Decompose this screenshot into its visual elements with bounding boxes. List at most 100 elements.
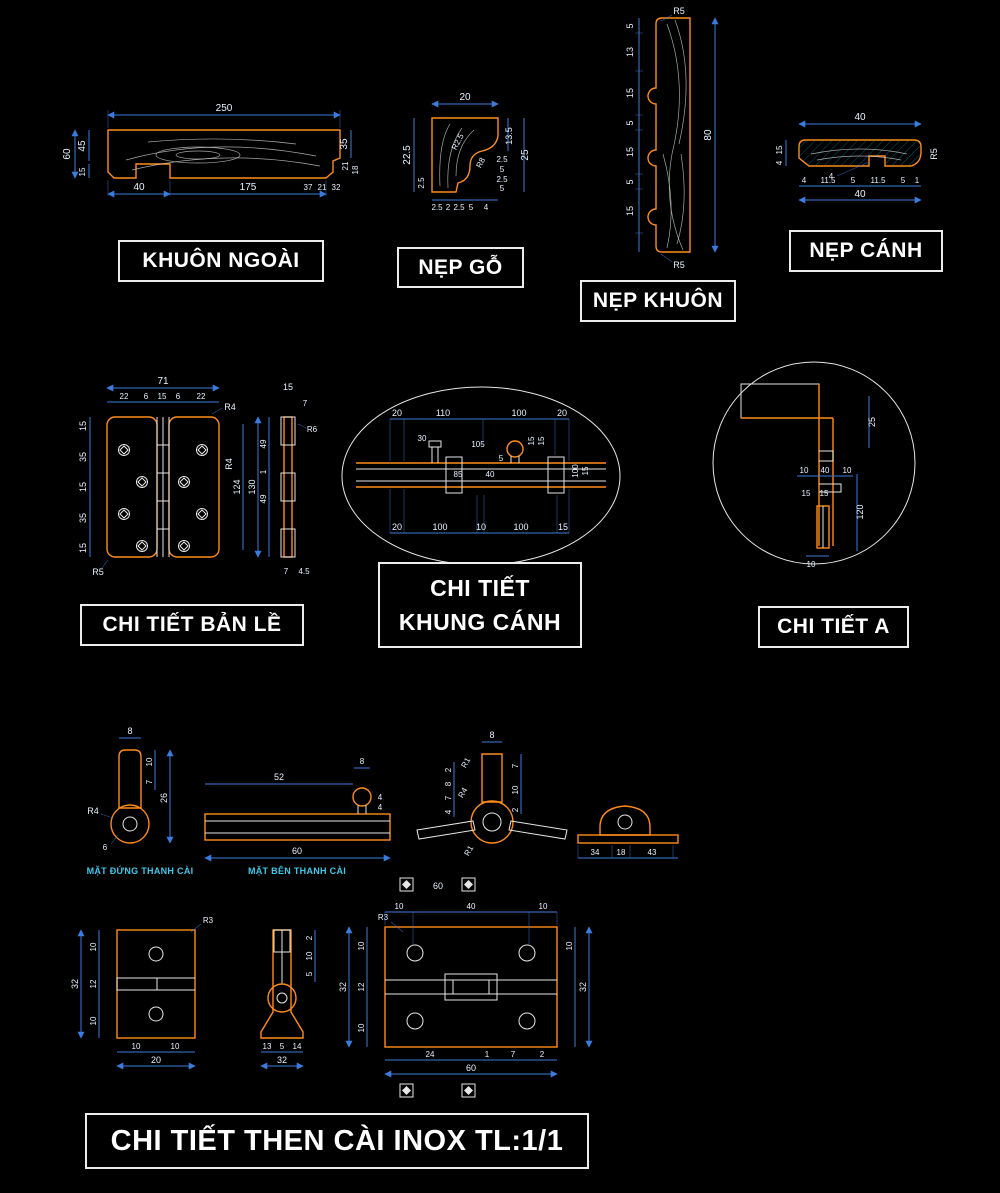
title-chi-tiet-a: CHI TIẾT A: [758, 606, 909, 648]
dim-label: 7: [444, 795, 453, 800]
dim-label: 52: [274, 772, 284, 782]
drawing-ban-le: 71 22 6 15 6 22 15 35 15 35 15 R4 R4 124…: [78, 376, 318, 577]
hinge-side-view: [280, 416, 296, 558]
dim-label: 60: [62, 148, 73, 160]
radius-label: R2.5: [450, 132, 466, 152]
dim-label: 15: [802, 489, 811, 498]
dim-label: 40: [133, 182, 145, 193]
dim-label: 6: [144, 392, 149, 401]
dim-label: 20: [392, 522, 402, 532]
dim-label: 5: [901, 176, 906, 185]
dim-label: 2.5: [496, 175, 508, 184]
ban-le-dims: 71 22 6 15 6 22 15 35 15 35 15 R4 R4 124…: [78, 376, 318, 577]
dim-label: 80: [703, 129, 714, 141]
dim-label: 24: [426, 1050, 435, 1059]
dim-label: 10: [357, 941, 366, 950]
dim-label: 5: [500, 184, 505, 193]
title-khuon-ngoai: KHUÔN NGOÀI: [118, 240, 324, 282]
dim-label: 85: [454, 470, 463, 479]
nep-khuon-profile: [647, 17, 691, 253]
dim-label: 35: [78, 452, 88, 462]
dim-label: 12: [357, 982, 366, 991]
dim-label: 60: [433, 881, 443, 891]
dim-label: 15: [625, 147, 635, 157]
title-text: KHUÔN NGOÀI: [142, 249, 300, 272]
dim-label: 15: [527, 436, 536, 445]
dim-label: 10: [511, 785, 520, 794]
nep-go-profile: [431, 117, 499, 193]
dim-label: 8: [127, 726, 132, 736]
dim-label: 32: [70, 979, 80, 989]
dim-label: 13.5: [504, 127, 514, 145]
dim-label: 25: [867, 417, 877, 427]
dim-label: 4.5: [298, 567, 310, 576]
title-nep-khuon: NẸP KHUÔN: [580, 280, 736, 322]
dim-label: 7: [303, 399, 308, 408]
dim-label: 21: [318, 183, 327, 192]
title-text: CHI TIẾT THEN CÀI INOX TL:1/1: [110, 1124, 564, 1157]
dim-label: 10: [539, 902, 548, 911]
dim-label: 13: [263, 1042, 272, 1051]
dim-label: 40: [486, 470, 495, 479]
dim-label: 15: [820, 489, 829, 498]
nep-go-dims: 20 22.5 2.5 R2.5 R8 13.5 25 2.5 5 2.5 5 …: [402, 92, 531, 212]
dim-label: 10: [89, 1016, 98, 1025]
dim-label: 5: [625, 179, 635, 184]
title-ban-le: CHI TIẾT BẢN LỀ: [80, 604, 304, 646]
keeper-dome-profile: 34 18 43: [577, 805, 679, 859]
radius-label: R1: [459, 756, 472, 770]
drawing-chi-tiet-a: 10 40 10 15 15 25 120 10: [712, 361, 916, 569]
dim-label: 250: [216, 103, 233, 114]
dim-label: 5: [625, 120, 635, 125]
radius-label: R4: [224, 402, 236, 412]
dim-label: 32: [332, 183, 341, 192]
dim-label: 26: [159, 793, 169, 803]
dim-label: 12: [89, 979, 98, 988]
dim-label: 37: [304, 183, 313, 192]
title-text: NẸP CÁNH: [809, 239, 923, 262]
dim-label: 14: [293, 1042, 302, 1051]
dim-label: 35: [339, 138, 350, 150]
title-text: NẸP KHUÔN: [592, 289, 724, 312]
dim-label: 10: [132, 1042, 141, 1051]
dim-label: 1: [915, 176, 920, 185]
dim-label: 20: [557, 408, 567, 418]
dim-label: 100: [513, 522, 528, 532]
dim-label: 25: [520, 149, 531, 161]
dim-label: 10: [807, 560, 816, 569]
dim-label: 15: [775, 145, 784, 154]
dim-label: 40: [467, 902, 476, 911]
dim-label: 18: [617, 848, 626, 857]
dim-label: 2: [446, 203, 451, 212]
dim-label: 5: [500, 165, 505, 174]
dim-label: 4: [802, 176, 807, 185]
title-text: CHI TIẾT BẢN LỀ: [102, 613, 282, 636]
radius-label: R3: [203, 916, 214, 925]
side-view-label: MẶT BÊN THANH CÀI: [248, 865, 346, 876]
dim-label: 10: [476, 522, 486, 532]
dim-label: 10: [89, 942, 98, 951]
drawing-then-cai: 8 10 7 26 R4 6 MẶT ĐỨNG THANH CÀI 52 8 4…: [70, 726, 679, 1098]
khung-canh-dims: 20 110 100 20 30 105 85 40 5 15 15 100 1…: [389, 408, 590, 534]
title-then-cai: CHI TIẾT THEN CÀI INOX TL:1/1: [85, 1113, 589, 1169]
radius-label: R5: [92, 567, 104, 577]
dim-label: 2.5: [417, 177, 426, 189]
dim-label: 105: [471, 440, 485, 449]
dim-label: 100: [571, 464, 580, 478]
chi-tiet-a-dims: 10 40 10 15 15 25 120 10: [797, 396, 877, 569]
dim-label: 11.5: [821, 176, 837, 185]
dim-label: 1: [485, 1050, 490, 1059]
dim-label: 20: [151, 1055, 161, 1065]
dim-label: 4: [444, 809, 453, 814]
dim-label: 15: [625, 88, 635, 98]
dim-label: 8: [444, 781, 453, 786]
dim-label: 6: [176, 392, 181, 401]
latch-knob-side-view: 2 10 5 13 5 14 32: [260, 929, 316, 1070]
dim-label: 100: [432, 522, 447, 532]
radius-label: R1: [462, 844, 475, 858]
dim-label: 4: [378, 803, 383, 812]
title-text: NẸP GỖ: [418, 255, 503, 279]
dim-label: 22: [120, 392, 129, 401]
dim-label: 60: [466, 1063, 476, 1073]
